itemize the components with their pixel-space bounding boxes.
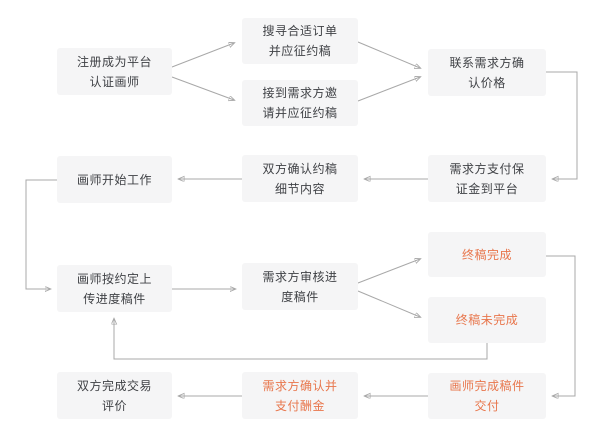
edge-final-not-done-to-upload-progress <box>114 319 488 360</box>
edge-review-progress-to-final-not-done <box>357 290 420 317</box>
node-confirm-price: 联系需求方确 认价格 <box>428 49 546 96</box>
node-confirm-details: 双方确认约稿 细节内容 <box>242 155 358 202</box>
edge-register-to-receive-invite <box>171 76 234 100</box>
edge-confirm-price-to-pay-deposit <box>546 71 578 179</box>
edge-search-orders-to-confirm-price <box>357 41 420 68</box>
edge-review-progress-to-final-done <box>357 259 420 284</box>
node-final-not-done: 终稿未完成 <box>428 297 546 343</box>
node-search-orders: 搜寻合适订单 并应征约稿 <box>242 18 358 64</box>
node-deliver-final: 画师完成稿件 交付 <box>428 373 546 419</box>
edge-final-done-to-deliver-final <box>546 255 576 396</box>
edge-receive-invite-to-confirm-price <box>357 77 420 102</box>
node-upload-progress: 画师按约定上 传进度稿件 <box>57 265 172 312</box>
edge-register-to-search-orders <box>171 43 234 68</box>
edge-start-work-to-upload-progress <box>25 179 57 289</box>
node-final-done: 终稿完成 <box>428 232 546 277</box>
node-start-work: 画师开始工作 <box>57 156 172 203</box>
node-complete-review: 双方完成交易 评价 <box>57 372 172 419</box>
node-pay-deposit: 需求方支付保 证金到平台 <box>428 155 546 202</box>
node-review-progress: 需求方审核进 度稿件 <box>242 263 358 310</box>
node-register: 注册成为平台 认证画师 <box>57 48 172 95</box>
node-receive-invite: 接到需求方邀 请并应征约稿 <box>242 80 358 126</box>
node-confirm-pay: 需求方确认并 支付酬金 <box>242 372 358 419</box>
